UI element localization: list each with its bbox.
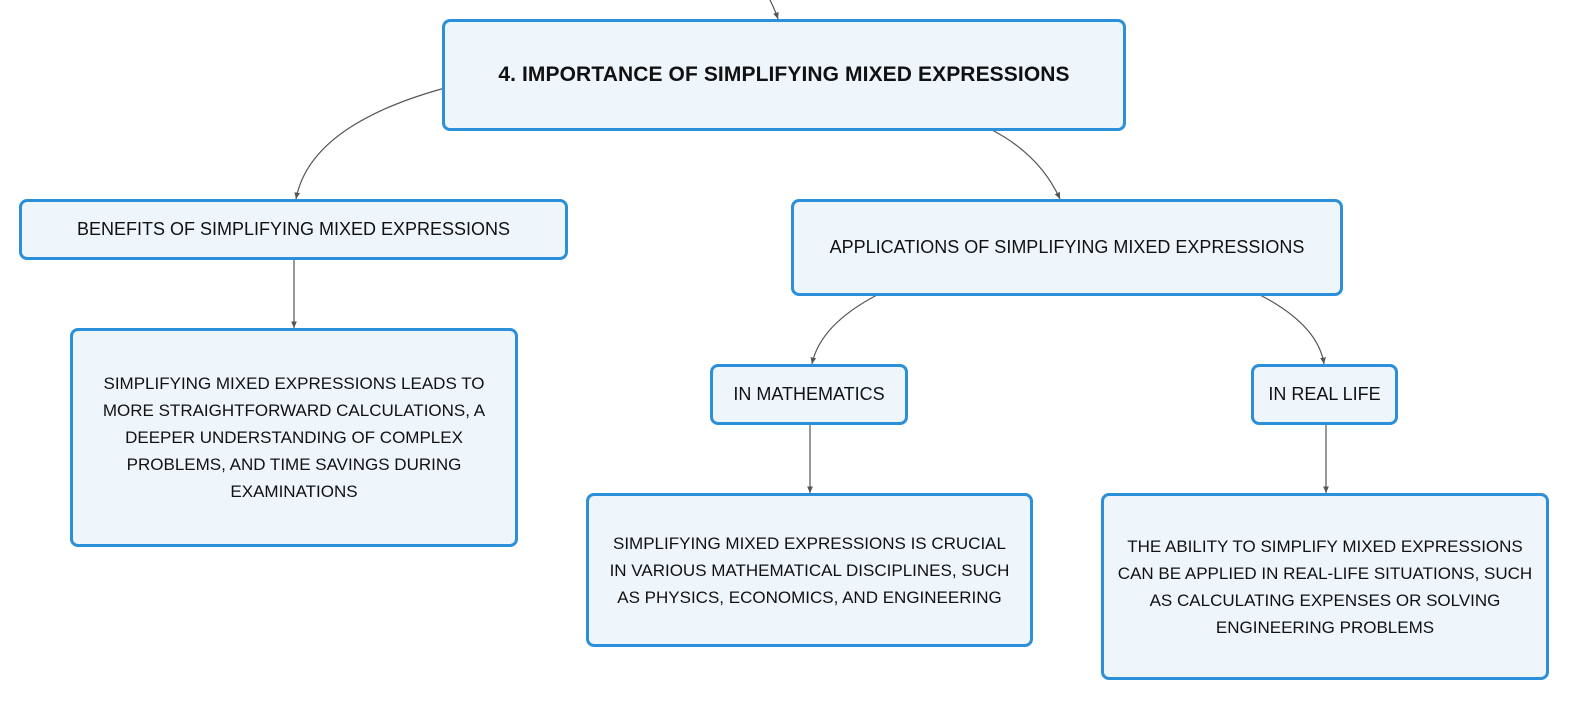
real-life-node[interactable]: IN REAL LIFE (1251, 364, 1398, 425)
mathematics-detail-text: SIMPLIFYING MIXED EXPRESSIONS IS CRUCIAL… (609, 533, 1010, 607)
mathematics-detail-node[interactable]: SIMPLIFYING MIXED EXPRESSIONS IS CRUCIAL… (586, 493, 1033, 647)
mathematics-node[interactable]: IN MATHEMATICS (710, 364, 908, 425)
applications-node-label: APPLICATIONS OF SIMPLIFYING MIXED EXPRES… (829, 237, 1305, 257)
real-life-node-label: IN REAL LIFE (1268, 384, 1381, 404)
benefits-detail-text: SIMPLIFYING MIXED EXPRESSIONS LEADS TO M… (102, 374, 486, 501)
connector-root-to-benefits (294, 87, 446, 200)
benefits-detail-node[interactable]: SIMPLIFYING MIXED EXPRESSIONS LEADS TO M… (70, 328, 518, 547)
real-life-detail-text: THE ABILITY TO SIMPLIFY MIXED EXPRESSION… (1117, 536, 1533, 637)
applications-node[interactable]: APPLICATIONS OF SIMPLIFYING MIXED EXPRES… (791, 199, 1343, 296)
connector-applications-to-mathematics (810, 294, 878, 365)
root-node[interactable]: 4. IMPORTANCE OF SIMPLIFYING MIXED EXPRE… (442, 19, 1126, 131)
root-node-label: 4. IMPORTANCE OF SIMPLIFYING MIXED EXPRE… (498, 63, 1070, 86)
connector-root-to-applications (991, 129, 1061, 200)
benefits-node[interactable]: BENEFITS OF SIMPLIFYING MIXED EXPRESSION… (19, 199, 568, 260)
connector-incoming-root (769, 0, 779, 20)
mathematics-node-label: IN MATHEMATICS (733, 384, 885, 404)
connector-applications-to-real-life (1259, 294, 1326, 365)
real-life-detail-node[interactable]: THE ABILITY TO SIMPLIFY MIXED EXPRESSION… (1101, 493, 1549, 680)
benefits-node-label: BENEFITS OF SIMPLIFYING MIXED EXPRESSION… (76, 219, 511, 239)
